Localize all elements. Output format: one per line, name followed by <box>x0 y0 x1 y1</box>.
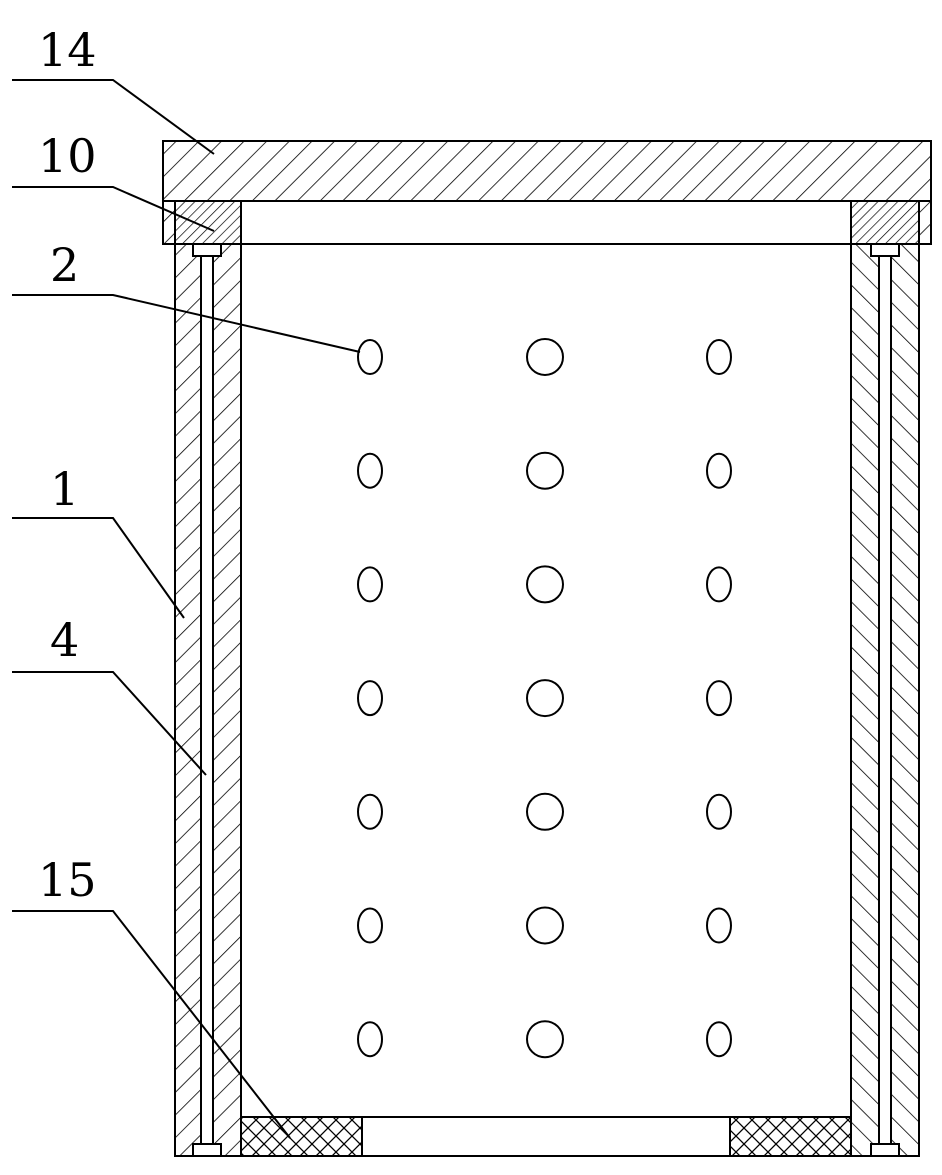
hole <box>706 452 732 489</box>
outer-wall-right <box>890 243 920 1157</box>
channel-right <box>878 255 892 1145</box>
leader-1 <box>12 517 185 619</box>
leader-4 <box>12 671 207 776</box>
hole <box>357 1021 383 1058</box>
hole <box>357 339 383 375</box>
hole <box>526 792 564 831</box>
hole <box>357 452 383 489</box>
hole <box>706 1021 732 1058</box>
hole <box>706 566 732 603</box>
label-2: 2 <box>50 238 79 292</box>
hole <box>706 339 732 375</box>
hole <box>357 566 383 603</box>
label-4: 4 <box>50 613 79 667</box>
label-1: 1 <box>50 462 79 516</box>
lid-lip-left <box>162 200 176 245</box>
hole <box>526 906 564 945</box>
bottom-pad-left <box>240 1116 363 1157</box>
hole <box>526 338 564 376</box>
channel-left <box>200 255 214 1145</box>
inner-band <box>240 200 852 245</box>
lid-lip-right <box>918 200 932 245</box>
hole <box>526 1020 564 1059</box>
seal-block-right <box>850 200 920 245</box>
channel-cap-left-bottom <box>192 1143 222 1157</box>
hole <box>706 907 732 944</box>
leader-15 <box>12 910 291 1139</box>
inner-wall-left <box>212 243 242 1157</box>
channel-cap-left-top <box>192 243 222 257</box>
leader-14 <box>12 79 215 155</box>
channel-cap-right-top <box>870 243 900 257</box>
hole <box>706 680 732 717</box>
channel-cap-right-bottom <box>870 1143 900 1157</box>
leader-2 <box>12 294 361 353</box>
inner-wall-right <box>850 243 880 1157</box>
hole <box>526 565 564 604</box>
label-15: 15 <box>38 853 97 907</box>
leader-lines <box>12 79 361 1139</box>
hole <box>357 793 383 830</box>
label-14: 14 <box>38 23 97 77</box>
seal-block-left <box>174 200 242 245</box>
hole <box>706 793 732 830</box>
hole <box>357 680 383 717</box>
perforation-holes <box>357 338 732 1059</box>
bottom-opening <box>361 1116 731 1157</box>
hole <box>526 679 564 718</box>
label-10: 10 <box>38 129 97 183</box>
hole <box>357 907 383 944</box>
bottom-pad-right <box>729 1116 852 1157</box>
lid <box>162 140 932 202</box>
leader-10 <box>12 186 215 232</box>
hole <box>526 451 564 490</box>
